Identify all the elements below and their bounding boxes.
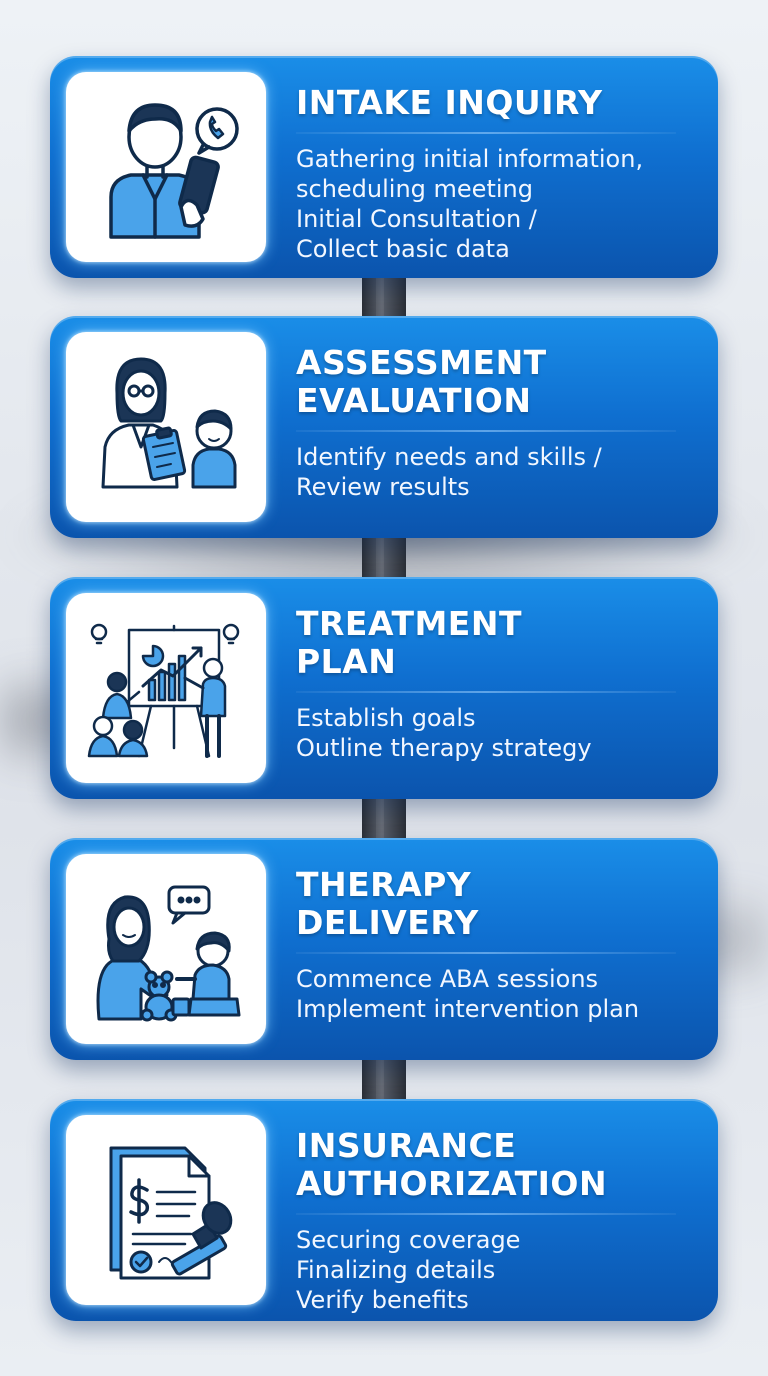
step-detail: Finalizing details (296, 1256, 496, 1284)
step-title: ASSESSMENT EVALUATION (296, 343, 547, 420)
therapist-child-teddy-icon (96, 885, 241, 1022)
step-detail: Gathering initial information, (296, 145, 644, 173)
team-presentation-chart-icon (87, 623, 240, 758)
step-detail: Establish goals (296, 704, 476, 732)
clinician-clipboard-child-icon (101, 357, 237, 489)
step-detail: Verify benefits (296, 1286, 469, 1314)
step-detail: Review results (296, 473, 470, 501)
step-title: THERAPY DELIVERY (296, 865, 479, 942)
step-detail: Identify needs and skills / (296, 443, 602, 471)
step-detail: scheduling meeting (296, 175, 533, 203)
icon-frame (66, 72, 266, 262)
step-card-insurance-authorization: INSURANCE AUTHORIZATION Securing coverag… (50, 1099, 718, 1321)
divider (296, 430, 676, 432)
step-detail: Implement intervention plan (296, 995, 640, 1023)
person-phone-icon (109, 103, 239, 239)
icon-frame (66, 1115, 266, 1305)
divider (296, 1213, 676, 1215)
icon-frame (66, 854, 266, 1044)
step-card-assessment-evaluation: ASSESSMENT EVALUATION Identify needs and… (50, 316, 718, 538)
step-title: TREATMENT PLAN (296, 604, 522, 681)
document-stamp-icon (109, 1146, 233, 1280)
divider (296, 952, 676, 954)
step-title: INTAKE INQUIRY (296, 83, 603, 122)
divider (296, 132, 676, 134)
step-detail: Collect basic data (296, 235, 510, 263)
step-detail: Outline therapy strategy (296, 734, 592, 762)
step-card-therapy-delivery: THERAPY DELIVERY Commence ABA sessions I… (50, 838, 718, 1060)
divider (296, 691, 676, 693)
step-card-treatment-plan: TREATMENT PLAN Establish goals Outline t… (50, 577, 718, 799)
step-detail: Initial Consultation / (296, 205, 537, 233)
icon-frame (66, 593, 266, 783)
step-title: INSURANCE AUTHORIZATION (296, 1126, 608, 1203)
step-detail: Securing coverage (296, 1226, 521, 1254)
step-card-intake-inquiry: INTAKE INQUIRY Gathering initial informa… (50, 56, 718, 278)
step-detail: Commence ABA sessions (296, 965, 599, 993)
icon-frame (66, 332, 266, 522)
